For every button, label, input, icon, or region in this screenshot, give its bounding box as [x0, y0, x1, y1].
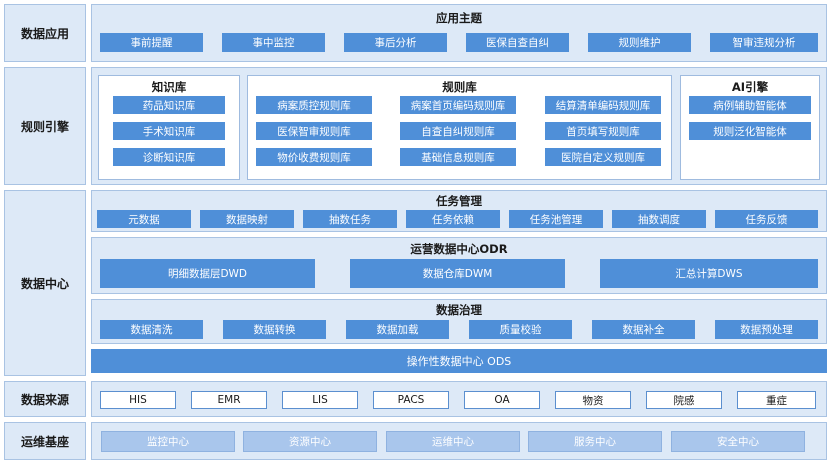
- rule-item[interactable]: 基础信息规则库: [400, 148, 516, 166]
- source-item[interactable]: EMR: [191, 391, 267, 409]
- app-item[interactable]: 事中监控: [222, 33, 325, 52]
- task-item[interactable]: 任务反馈: [715, 210, 818, 228]
- ops-item[interactable]: 运维中心: [386, 431, 520, 452]
- source-item[interactable]: LIS: [282, 391, 358, 409]
- governance-item[interactable]: 数据清洗: [100, 320, 203, 339]
- task-item[interactable]: 抽数任务: [303, 210, 397, 228]
- app-item[interactable]: 智审违规分析: [710, 33, 818, 52]
- app-item[interactable]: 医保自查自纠: [466, 33, 569, 52]
- ops-panel: 监控中心 资源中心 运维中心 服务中心 安全中心: [91, 422, 827, 460]
- source-item[interactable]: 院感: [646, 391, 722, 409]
- rule-item[interactable]: 病案质控规则库: [256, 96, 372, 114]
- app-item[interactable]: 规则维护: [588, 33, 691, 52]
- task-item[interactable]: 任务池管理: [509, 210, 603, 228]
- rule-engine-container: 知识库 药品知识库 手术知识库 诊断知识库 规则库 病案质控规则库 医保智审规则…: [91, 67, 827, 185]
- task-management-title: 任务管理: [436, 194, 482, 208]
- layer-label-data-application: 数据应用: [4, 4, 86, 62]
- ai-engine-box: AI引擎 病例辅助智能体 规则泛化智能体: [680, 75, 820, 180]
- data-source-panel: HIS EMR LIS PACS OA 物资 院感 重症: [91, 381, 827, 417]
- task-item[interactable]: 任务依赖: [406, 210, 500, 228]
- rule-library-title: 规则库: [442, 80, 477, 94]
- knowledge-base-box: 知识库 药品知识库 手术知识库 诊断知识库: [98, 75, 240, 180]
- row-data-center: 数据中心 任务管理 元数据 数据映射 抽数任务 任务依赖 任务池管理 抽数调度 …: [4, 190, 827, 376]
- ods-bar[interactable]: 操作性数据中心 ODS: [91, 349, 827, 373]
- ops-item[interactable]: 服务中心: [528, 431, 662, 452]
- ops-item[interactable]: 资源中心: [243, 431, 377, 452]
- source-item[interactable]: PACS: [373, 391, 449, 409]
- application-panel: 应用主题 事前提醒 事中监控 事后分析 医保自查自纠 规则维护 智审违规分析: [91, 4, 827, 62]
- data-governance-panel: 数据治理 数据清洗 数据转换 数据加载 质量校验 数据补全 数据预处理: [91, 299, 827, 344]
- governance-item[interactable]: 数据预处理: [715, 320, 818, 339]
- odr-item[interactable]: 明细数据层DWD: [100, 259, 315, 288]
- task-management-panel: 任务管理 元数据 数据映射 抽数任务 任务依赖 任务池管理 抽数调度 任务反馈: [91, 190, 827, 232]
- knowledge-item[interactable]: 手术知识库: [113, 122, 225, 140]
- layer-label-ops-base: 运维基座: [4, 422, 86, 460]
- data-source-container: HIS EMR LIS PACS OA 物资 院感 重症: [91, 381, 827, 417]
- row-rule-engine: 规则引擎 知识库 药品知识库 手术知识库 诊断知识库 规则库 病案质控规则库 医…: [4, 67, 827, 185]
- rule-item[interactable]: 病案首页编码规则库: [400, 96, 516, 114]
- rule-library-box: 规则库 病案质控规则库 医保智审规则库 物价收费规则库 病案首页编码规则库 自查…: [247, 75, 672, 180]
- task-item[interactable]: 元数据: [97, 210, 191, 228]
- odr-title: 运营数据中心ODR: [410, 242, 508, 256]
- layer-label-data-source: 数据来源: [4, 381, 86, 417]
- rule-item[interactable]: 医保智审规则库: [256, 122, 372, 140]
- governance-item[interactable]: 数据补全: [592, 320, 695, 339]
- knowledge-item[interactable]: 诊断知识库: [113, 148, 225, 166]
- odr-item[interactable]: 数据仓库DWM: [350, 259, 565, 288]
- data-center-panel: 任务管理 元数据 数据映射 抽数任务 任务依赖 任务池管理 抽数调度 任务反馈 …: [91, 190, 827, 376]
- source-item[interactable]: HIS: [100, 391, 176, 409]
- odr-panel: 运营数据中心ODR 明细数据层DWD 数据仓库DWM 汇总计算DWS: [91, 237, 827, 294]
- rule-item[interactable]: 物价收费规则库: [256, 148, 372, 166]
- knowledge-item[interactable]: 药品知识库: [113, 96, 225, 114]
- rule-engine-panel: 知识库 药品知识库 手术知识库 诊断知识库 规则库 病案质控规则库 医保智审规则…: [91, 67, 827, 185]
- source-item[interactable]: OA: [464, 391, 540, 409]
- rule-item[interactable]: 医院自定义规则库: [545, 148, 661, 166]
- task-item[interactable]: 抽数调度: [612, 210, 706, 228]
- ai-engine-title: AI引擎: [731, 80, 769, 94]
- rule-item[interactable]: 自查自纠规则库: [400, 122, 516, 140]
- odr-item[interactable]: 汇总计算DWS: [600, 259, 818, 288]
- data-governance-title: 数据治理: [436, 303, 482, 317]
- ai-item[interactable]: 规则泛化智能体: [689, 122, 811, 140]
- layer-label-data-center: 数据中心: [4, 190, 86, 376]
- governance-item[interactable]: 数据转换: [223, 320, 326, 339]
- ops-item[interactable]: 安全中心: [671, 431, 805, 452]
- ops-container: 监控中心 资源中心 运维中心 服务中心 安全中心: [91, 422, 827, 460]
- governance-item[interactable]: 质量校验: [469, 320, 572, 339]
- rule-item[interactable]: 首页填写规则库: [545, 122, 661, 140]
- source-item[interactable]: 物资: [555, 391, 631, 409]
- governance-item[interactable]: 数据加载: [346, 320, 449, 339]
- knowledge-base-title: 知识库: [151, 80, 187, 94]
- ops-item[interactable]: 监控中心: [101, 431, 235, 452]
- rule-item[interactable]: 结算清单编码规则库: [545, 96, 661, 114]
- layer-label-rule-engine: 规则引擎: [4, 67, 86, 185]
- row-ops-base: 运维基座 监控中心 资源中心 运维中心 服务中心 安全中心: [4, 422, 827, 460]
- app-item[interactable]: 事前提醒: [100, 33, 203, 52]
- ai-item[interactable]: 病例辅助智能体: [689, 96, 811, 114]
- application-theme-panel: 应用主题 事前提醒 事中监控 事后分析 医保自查自纠 规则维护 智审违规分析: [91, 4, 827, 62]
- row-data-application: 数据应用 应用主题 事前提醒 事中监控 事后分析 医保自查自纠 规则维护 智审违…: [4, 4, 827, 62]
- source-item[interactable]: 重症: [737, 391, 816, 409]
- application-theme-title: 应用主题: [436, 11, 482, 25]
- row-data-source: 数据来源 HIS EMR LIS PACS OA 物资 院感 重症: [4, 381, 827, 417]
- app-item[interactable]: 事后分析: [344, 33, 447, 52]
- task-item[interactable]: 数据映射: [200, 210, 294, 228]
